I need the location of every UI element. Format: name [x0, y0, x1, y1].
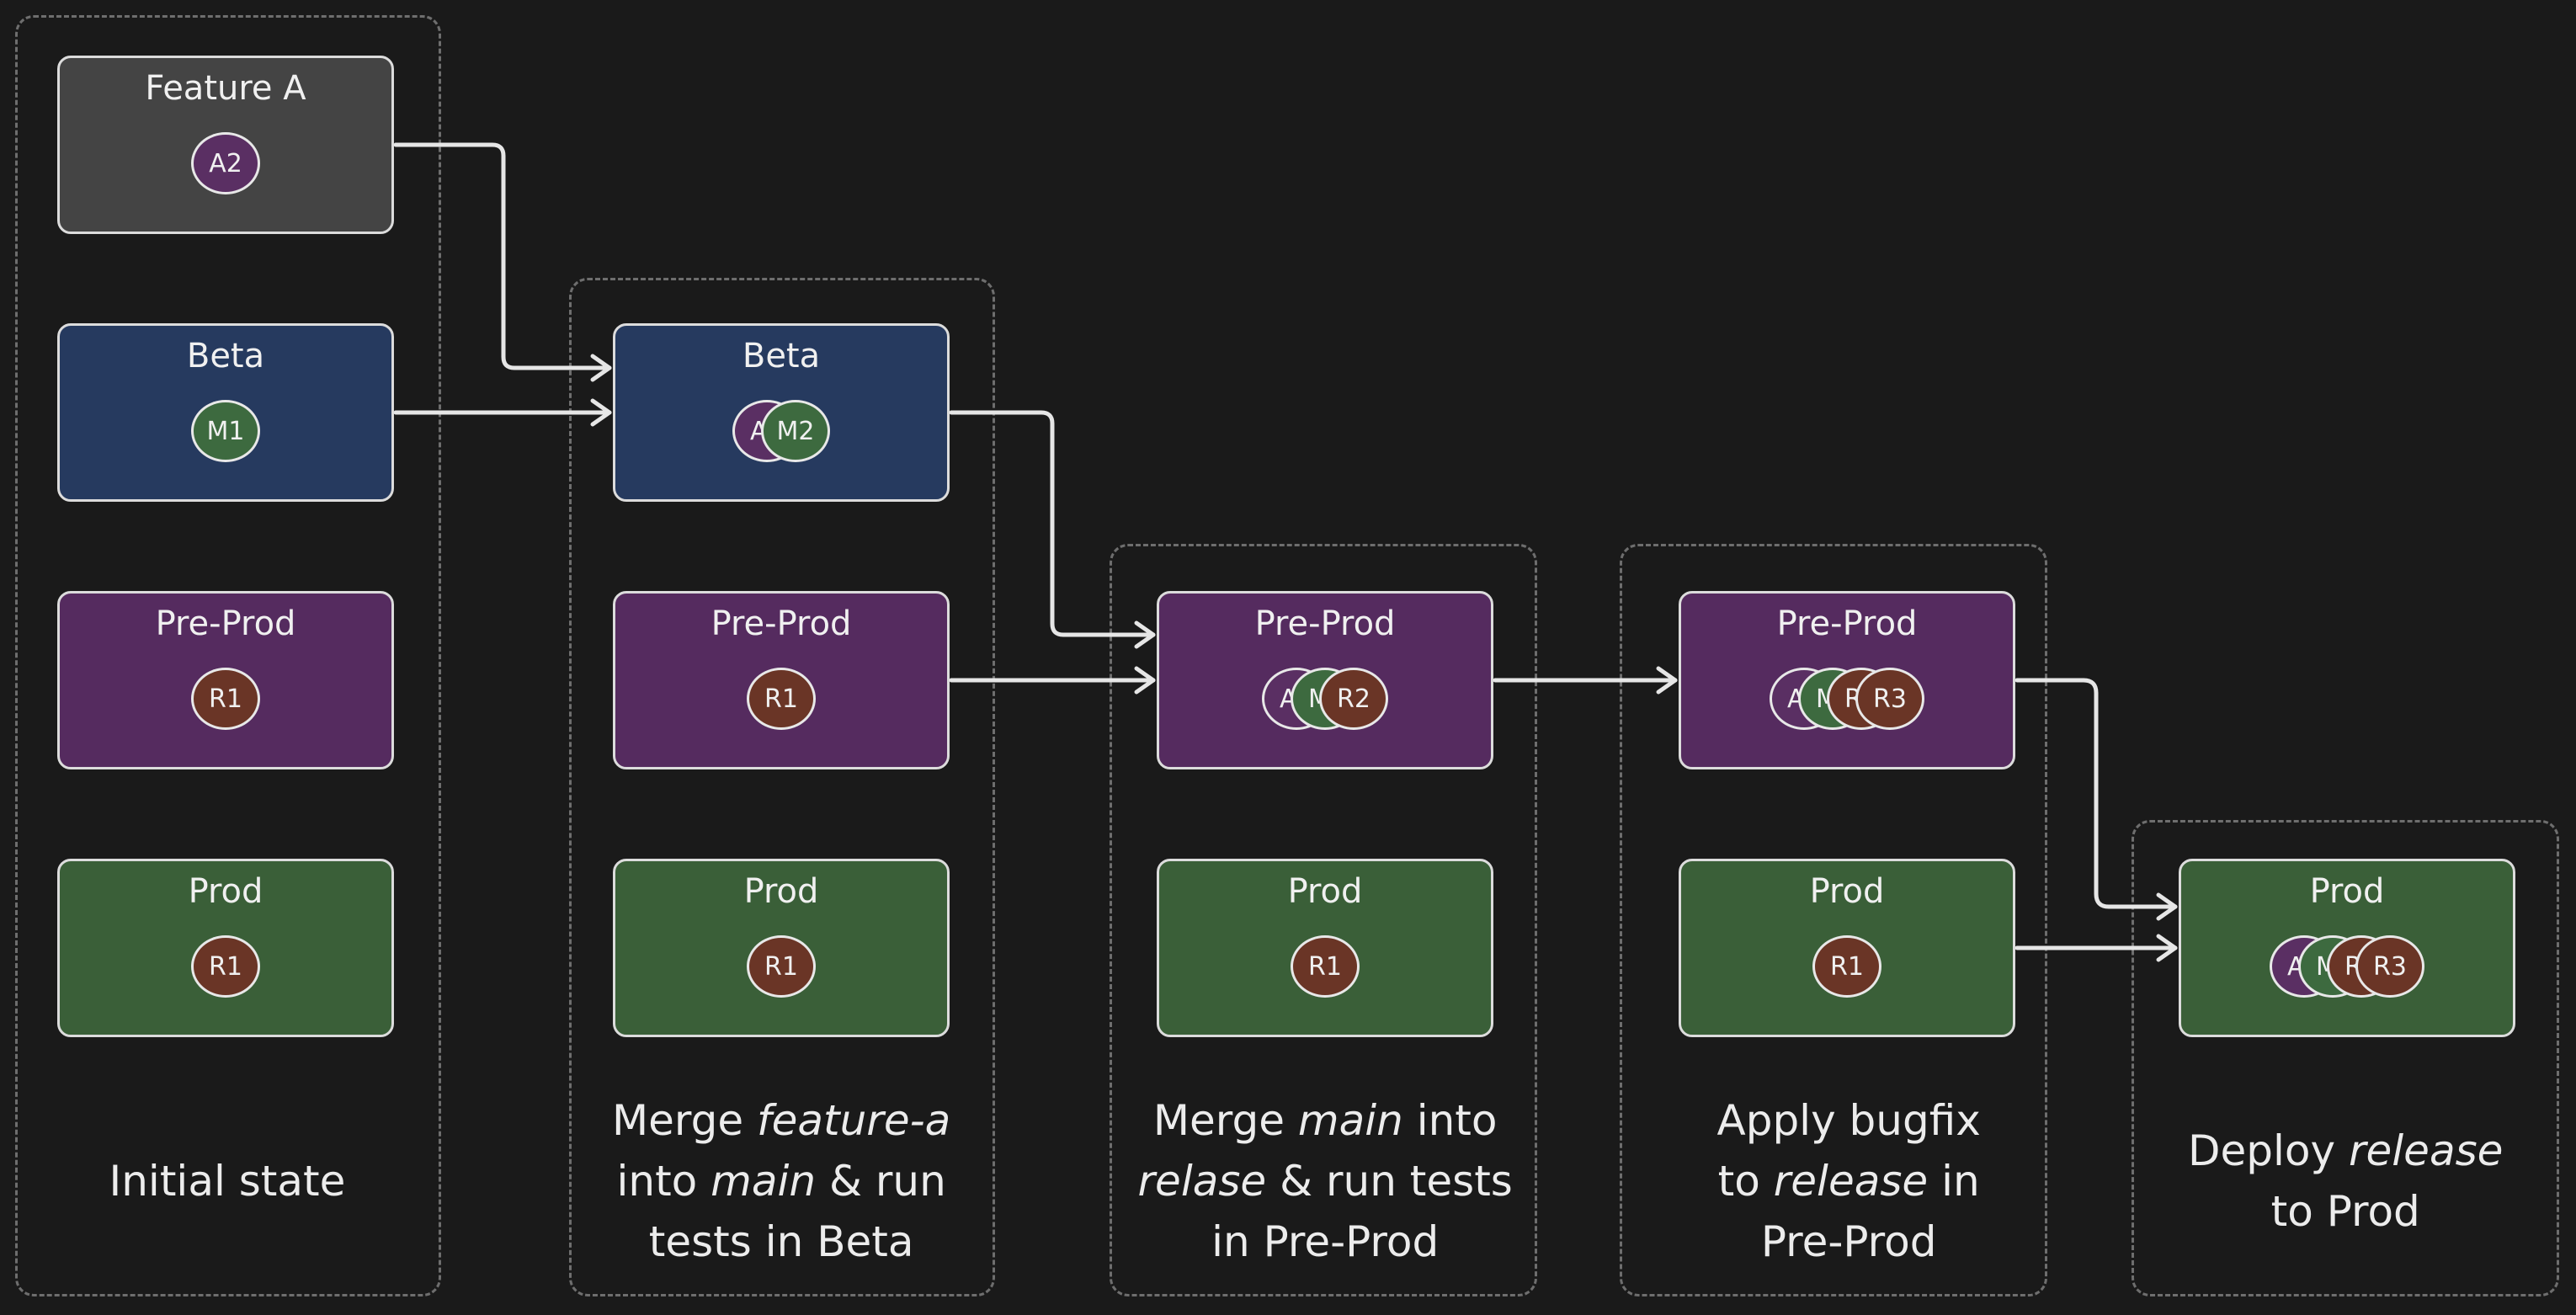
caption-line: Deploy release: [2188, 1121, 2503, 1181]
caption-line: relase & run tests: [1138, 1151, 1513, 1211]
caption-line: Merge feature-a: [612, 1090, 950, 1151]
caption-text: release: [1773, 1157, 1929, 1206]
caption-text: main: [711, 1157, 817, 1206]
env-title: Prod: [1809, 872, 1885, 911]
commit-badge: M2: [761, 400, 830, 462]
caption-line: Pre-Prod: [1717, 1211, 1981, 1272]
commit-stack: R1: [615, 668, 947, 732]
stage-group: [15, 15, 441, 1296]
env-card-preprod: Pre-ProdAMR2: [1157, 591, 1493, 769]
caption-text: to Prod: [2270, 1187, 2420, 1236]
caption-text: Deploy: [2188, 1126, 2349, 1175]
caption-text: in Pre-Prod: [1211, 1217, 1440, 1266]
caption-text: into: [616, 1157, 711, 1206]
commit-badge: R1: [747, 668, 816, 730]
env-title: Prod: [1287, 872, 1363, 911]
caption-line: to Prod: [2188, 1181, 2503, 1242]
commit-badge: A2: [191, 132, 260, 194]
stage-group: [1110, 544, 1537, 1296]
commit-badge: R3: [2355, 935, 2424, 998]
env-title: Prod: [188, 872, 263, 911]
stage-caption: Deploy release to Prod: [2188, 1121, 2503, 1242]
caption-text: into: [1402, 1096, 1498, 1145]
env-card-prod: ProdAMRR3: [2179, 859, 2515, 1037]
env-title: Pre-Prod: [711, 604, 852, 643]
env-title: Beta: [742, 337, 821, 375]
commit-badge: R1: [191, 935, 260, 998]
caption-text: & run: [816, 1157, 946, 1206]
stage-group: [569, 278, 995, 1296]
caption-text: to: [1717, 1157, 1774, 1206]
commit-stack: AMR2: [1159, 668, 1491, 732]
commit-stack: AMRR3: [1681, 668, 2013, 732]
caption-text: feature-a: [756, 1096, 951, 1145]
caption-text: main: [1297, 1096, 1403, 1145]
env-card-preprod: Pre-ProdAMRR3: [1679, 591, 2015, 769]
commit-stack: R1: [1681, 935, 2013, 999]
commit-stack: A2: [60, 132, 391, 196]
caption-line: Merge main into: [1138, 1090, 1513, 1151]
caption-line: Initial state: [109, 1151, 346, 1211]
stage-caption: Initial state: [109, 1151, 346, 1211]
commit-badge: R2: [1319, 668, 1388, 730]
env-title: Prod: [743, 872, 819, 911]
commit-stack: M1: [60, 400, 391, 464]
commit-stack: R1: [1159, 935, 1491, 999]
caption-text: Merge: [612, 1096, 757, 1145]
caption-text: tests in Beta: [648, 1217, 914, 1266]
caption-text: Initial state: [109, 1157, 346, 1206]
env-card-feature: Feature A A2: [57, 56, 394, 234]
env-title: Pre-Prod: [1776, 604, 1918, 643]
commit-badge: R1: [1812, 935, 1881, 998]
commit-badge: R1: [1291, 935, 1360, 998]
caption-text: & run tests: [1266, 1157, 1513, 1206]
env-title: Prod: [2309, 872, 2385, 911]
commit-stack: R1: [615, 935, 947, 999]
caption-line: into main & run: [612, 1151, 950, 1211]
commit-stack: AMRR3: [2181, 935, 2513, 999]
caption-text: release: [2348, 1126, 2504, 1175]
stage-group: [2132, 820, 2559, 1296]
commit-badge: R3: [1855, 668, 1924, 730]
commit-stack: R1: [60, 668, 391, 732]
caption-line: in Pre-Prod: [1138, 1211, 1513, 1272]
env-title: Pre-Prod: [155, 604, 296, 643]
caption-text: Merge: [1152, 1096, 1298, 1145]
commit-stack: R1: [60, 935, 391, 999]
caption-text: in: [1928, 1157, 1980, 1206]
caption-text: Apply bugfix: [1716, 1096, 1981, 1145]
env-title: Beta: [186, 337, 265, 375]
caption-line: to release in: [1717, 1151, 1981, 1211]
env-title: Feature A: [145, 69, 306, 108]
commit-badge: R1: [747, 935, 816, 998]
env-title: Pre-Prod: [1254, 604, 1396, 643]
commit-badge: R1: [191, 668, 260, 730]
caption-text: relase: [1137, 1157, 1267, 1206]
caption-line: Apply bugfix: [1717, 1090, 1981, 1151]
stage-group: [1620, 544, 2047, 1296]
caption-line: tests in Beta: [612, 1211, 950, 1272]
caption-text: Pre-Prod: [1760, 1217, 1937, 1266]
commit-badge: M1: [191, 400, 260, 462]
